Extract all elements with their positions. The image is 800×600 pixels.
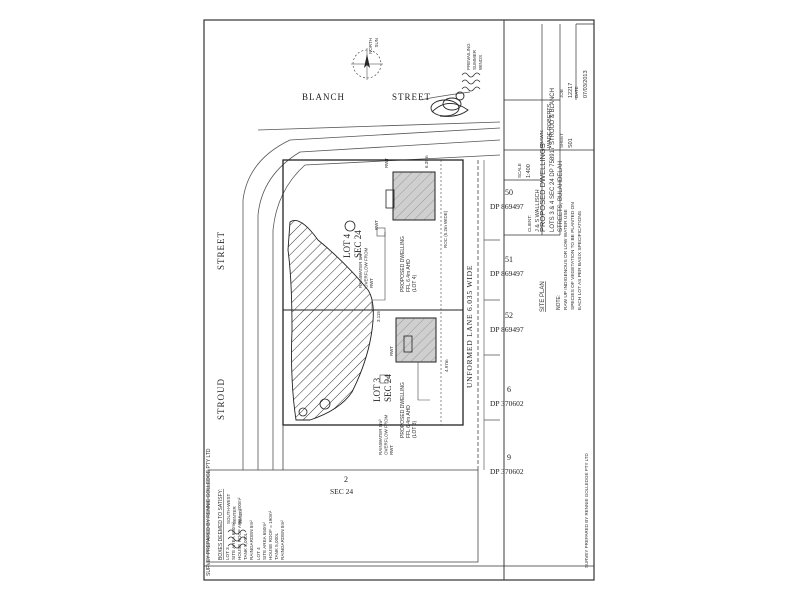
lot-4-label: LOT 4 bbox=[342, 233, 352, 258]
hatched-area bbox=[287, 220, 374, 421]
title-block-subtitle-2: STREETS, BULAHDELAH bbox=[558, 161, 564, 232]
basix-line-6: LOT 4 bbox=[256, 547, 261, 560]
basix-line-4: TANK 5,000L bbox=[243, 532, 248, 560]
client-value: J & S WALLISCH bbox=[535, 189, 541, 232]
basix-line-10: RAINGARDEN 8m² bbox=[280, 520, 285, 560]
title-block: PROPOSED DWELLINGS LOTS 3 & 4 SEC 24 DP … bbox=[503, 19, 595, 581]
site-plan-caption: SITE PLAN bbox=[540, 281, 546, 312]
sw-winds-line-2: WINTER bbox=[232, 506, 237, 524]
basix-line-8: HOUSE ROOF = 190m² bbox=[268, 510, 273, 560]
basix-line-9: TANK 5,000L bbox=[274, 532, 279, 560]
rainwater-4-line-2: OVERFLOW FROM bbox=[364, 247, 369, 288]
lot-3-sec: SEC 24 bbox=[383, 374, 393, 402]
neighbour-50-dp: DP 869497 bbox=[490, 202, 524, 211]
dwelling-lot-4 bbox=[385, 171, 436, 221]
lot-2-sec: SEC 24 bbox=[330, 487, 353, 496]
basix-box: BOXES DEEMED TO SATISFY: LOT 3 SITE AREA… bbox=[207, 469, 479, 563]
basix-line-3: HOUSE ROOF AREA = 200m² bbox=[237, 497, 242, 560]
neighbour-51-num: 51 bbox=[505, 255, 513, 264]
prevailing-winds-line-2: SUMMER bbox=[472, 49, 477, 70]
date-value: 07/03/2013 bbox=[583, 70, 589, 98]
dwelling-4-line-1: PROPOSED DWELLING bbox=[400, 236, 406, 292]
sw-winds-line-3: WINDS bbox=[238, 509, 243, 524]
prevailing-winds-line-3: WINDS bbox=[478, 55, 483, 70]
rainwater-3-line-2: OVERFLOW FROM bbox=[384, 414, 389, 455]
prevailing-winds-line-1: PREVAILING bbox=[466, 43, 471, 70]
sun-label: SUN bbox=[374, 38, 379, 48]
basix-line-7: SITE AREA 650m² bbox=[262, 522, 267, 560]
dwelling-3-line-2: FFL 6.4m AHD bbox=[406, 405, 412, 438]
rainwater-4-line-1: RAINWATER 5m³ bbox=[358, 252, 363, 288]
drawn-label: DRAWN: bbox=[539, 130, 544, 148]
rwt-tag-2: RWT bbox=[389, 346, 394, 356]
lot-4-sec: SEC 24 bbox=[353, 230, 363, 258]
job-label: JOB bbox=[559, 89, 564, 98]
basix-heading: BOXES DEEMED TO SATISFY: bbox=[218, 489, 224, 560]
rwt-tag-1: RWT bbox=[374, 220, 379, 230]
sheet-label: SHEET bbox=[559, 133, 564, 148]
title-block-title: PROPOSED DWELLINGS bbox=[538, 143, 547, 232]
stroud-street-label: STREET bbox=[216, 231, 226, 270]
neighbour-9-num: 9 bbox=[507, 453, 511, 462]
basix-line-5: RAINGARDEN 8m² bbox=[249, 520, 254, 560]
dwelling-3-line-1: PROPOSED DWELLING bbox=[400, 382, 406, 438]
notes-line-1: RAW UP INDIGENOUS OR LOW WATER USE bbox=[563, 209, 569, 310]
winter-wind-icon bbox=[227, 529, 247, 549]
blanch-street-label: STREET bbox=[392, 92, 431, 102]
sw-winds-line-1: SOUTH-WEST bbox=[226, 494, 231, 524]
rainwater-3-line-1: RAINWATER 5m³ bbox=[378, 419, 383, 455]
survey-credit-strip: SURVEY PREPARED BY RENNIE GOLLEDGE PTY L… bbox=[584, 452, 589, 568]
scale-value: 1:400 bbox=[526, 164, 532, 178]
neighbour-52-dp: DP 869497 bbox=[490, 325, 524, 334]
north-label: NORTH bbox=[368, 38, 373, 54]
basix-line-2: SITE AREA 650m² bbox=[231, 522, 236, 560]
rwt-tag-3: RWT bbox=[384, 158, 389, 168]
north-arrow-icon bbox=[351, 48, 383, 80]
title-block-subtitle-1: LOTS 3 & 4 SEC 24 DP 758917 STROUD & BLA… bbox=[550, 88, 556, 232]
blanch-label: BLANCH bbox=[302, 92, 345, 102]
neighbour-50-num: 50 bbox=[505, 188, 513, 197]
sheet-value: S01 bbox=[568, 138, 574, 148]
client-label: CLIENT: bbox=[527, 215, 532, 232]
drawn-value: WADE ROBERTS bbox=[547, 103, 553, 148]
dim-1: 6.39m bbox=[424, 155, 429, 168]
dwelling-3-line-3: (LOT 3) bbox=[412, 421, 418, 438]
neighbour-6-dp: DP 370602 bbox=[490, 399, 524, 408]
notes-block: NOTE: RAW UP INDIGENOUS OR LOW WATER USE… bbox=[556, 202, 583, 310]
neighbour-51-dp: DP 869497 bbox=[490, 269, 524, 278]
dim-2: 4.97m bbox=[444, 359, 449, 372]
dwelling-4-line-2: FFL 6.4m AHD bbox=[406, 259, 412, 292]
survey-credit: SURVEY PREPARED BY RENNIE GOLLEDGE PTY L… bbox=[206, 448, 212, 576]
notes-line-3: EACH LOT AS PER BASIX SPECIFICATIONS bbox=[577, 211, 583, 310]
dwelling-4-line-3: (LOT 4) bbox=[412, 275, 418, 292]
notes-heading: NOTE: bbox=[556, 295, 562, 310]
neighbour-52-num: 52 bbox=[505, 311, 513, 320]
dwelling-lot-3 bbox=[395, 317, 437, 363]
job-value: 12217 bbox=[568, 83, 574, 98]
lane-label: UNFORMED LANE 6.035 WIDE bbox=[465, 265, 474, 388]
dim-3: 3.115 bbox=[376, 311, 381, 322]
summer-wind-icon bbox=[461, 72, 481, 92]
trees-blanch-street bbox=[430, 91, 469, 117]
lot-3-label: LOT 3 bbox=[372, 377, 382, 402]
rainwater-3-line-3: RWT bbox=[389, 445, 394, 455]
scale-label: SCALE bbox=[517, 163, 522, 178]
road-linework bbox=[242, 91, 501, 470]
date-label: DATE bbox=[574, 86, 579, 98]
lot-2-num: 2 bbox=[344, 475, 348, 484]
stroud-label: STROUD bbox=[216, 378, 226, 420]
notes-line-2: SPECIES OF VEGETATION TO BE PLANTED ON bbox=[570, 202, 576, 310]
basix-line-1: LOT 3 bbox=[225, 547, 230, 560]
setback-label: ROC (5.2m WIDE) bbox=[443, 210, 448, 248]
rainwater-4-line-3: RWT bbox=[369, 278, 374, 288]
neighbour-9-dp: DP 370602 bbox=[490, 467, 524, 476]
neighbour-6-num: 6 bbox=[507, 385, 511, 394]
sheet-border bbox=[203, 19, 595, 581]
